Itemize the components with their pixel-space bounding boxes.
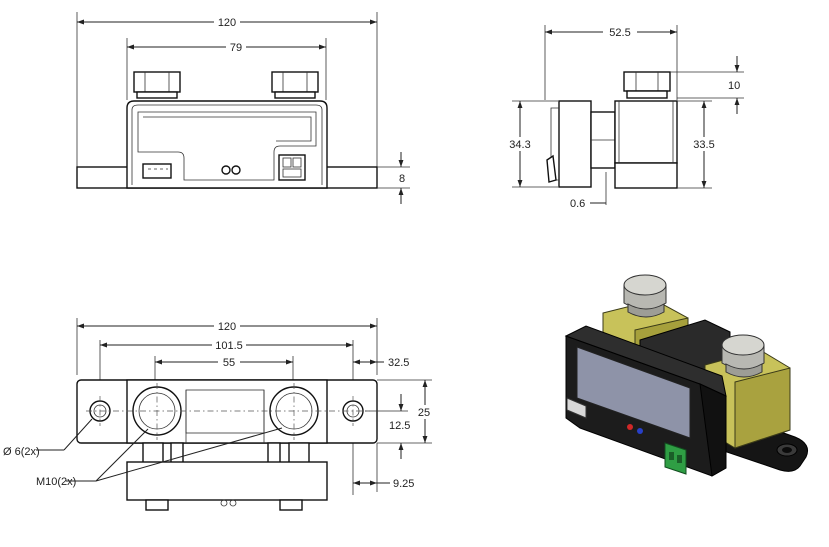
front-inner-width-label: 79: [230, 42, 242, 54]
top-stud-spacing-label: 55: [223, 357, 235, 369]
front-port-connector: [142, 163, 172, 179]
side-bolt: [623, 71, 671, 92]
front-bolt-right: [271, 71, 319, 99]
side-left-height-label: 34.3: [509, 139, 530, 151]
top-hole-spacing-label: 101.5: [215, 340, 243, 352]
front-overall-width-dimension: 120: [77, 15, 377, 29]
front-view: 120 79: [76, 12, 410, 204]
top-view: 120 101.5 55 32.5: [3, 318, 435, 511]
iso-led-blue: [637, 428, 643, 434]
iso-led-red: [627, 424, 633, 430]
iso-bolt-front: [721, 334, 765, 378]
side-front-cover: [558, 100, 592, 188]
top-hole-callout: Ø 6(2x): [3, 446, 40, 458]
side-busbar-block: [614, 100, 678, 164]
side-bolt-height-label: 10: [728, 80, 740, 92]
isometric-view: [564, 274, 809, 477]
top-bottom-offset-label: 9.25: [393, 478, 414, 490]
side-right-height-label: 33.5: [693, 139, 714, 151]
top-half-width-label: 12.5: [389, 420, 410, 432]
iso-bolt-rear: [623, 274, 667, 318]
front-housing: [126, 100, 328, 189]
side-depth-dimension: 52.5: [545, 25, 677, 39]
iso-label-panel: [576, 346, 691, 439]
top-edge-offset-label: 32.5: [388, 357, 409, 369]
front-led-1: [221, 165, 231, 175]
top-overall-width-label: 120: [218, 321, 236, 333]
top-stud-callout: M10(2x): [36, 476, 76, 488]
side-offset-label: 0.6: [570, 198, 585, 210]
side-depth-label: 52.5: [609, 27, 630, 39]
side-base: [614, 162, 678, 189]
front-led-2: [231, 165, 241, 175]
front-base-height-label: 8: [399, 173, 405, 185]
top-width-label: 25: [418, 407, 430, 419]
top-housing-front: [126, 461, 328, 501]
front-bolt-left: [133, 71, 181, 99]
side-view: 52.5 10 34.3 33.5: [506, 25, 744, 210]
iso-port-connector: [566, 397, 587, 419]
front-inner-width-dimension: 79: [127, 40, 326, 54]
front-overall-width-label: 120: [218, 17, 236, 29]
iso-green-terminal: [664, 442, 687, 475]
